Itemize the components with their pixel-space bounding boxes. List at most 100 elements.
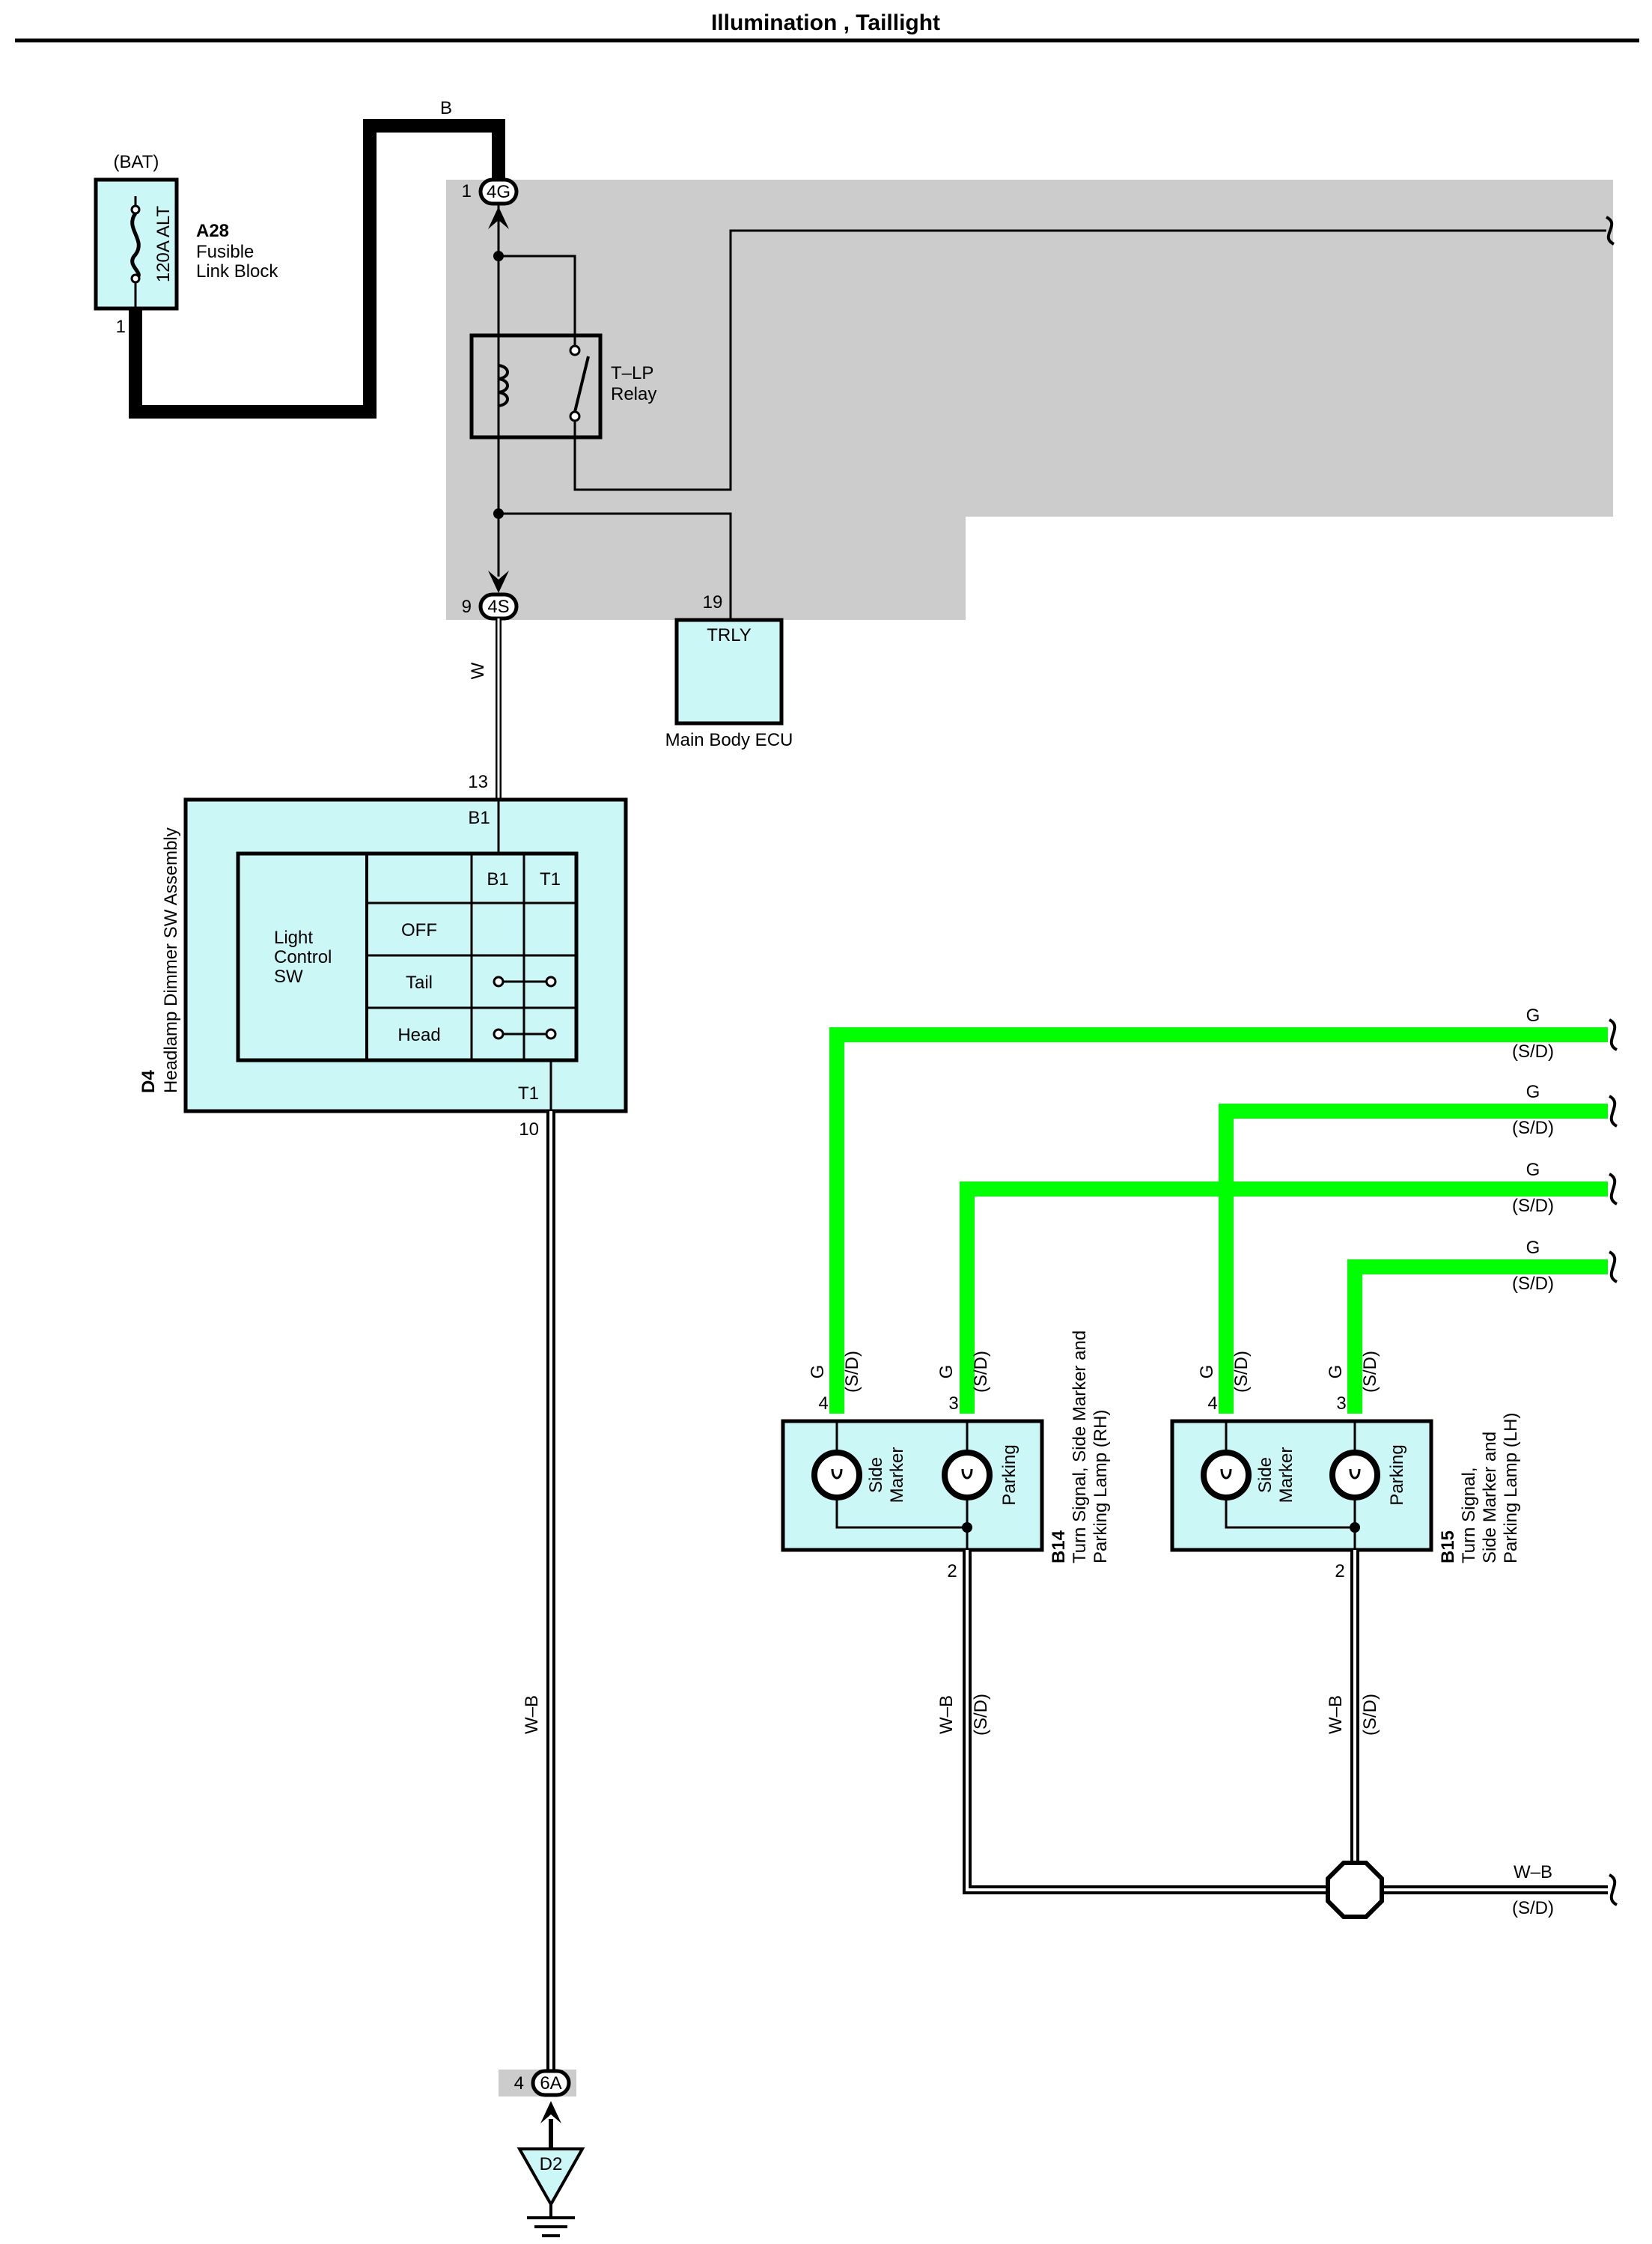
lamp-lh-name-3: Parking Lamp (LH) — [1501, 1413, 1521, 1563]
switch-name-3: SW — [274, 967, 303, 987]
relay-output-wire — [573, 229, 1606, 491]
relay-contact-feed — [499, 255, 576, 346]
lamp-rh-gnd-wire-outline — [963, 1550, 1355, 1894]
wire-b — [129, 119, 505, 419]
ground-triangle — [516, 2147, 585, 2208]
ecu-terminal: TRLY — [707, 625, 752, 645]
lamp-rh-pin-b: 3 — [948, 1393, 958, 1414]
light-control-switch — [236, 851, 579, 1062]
lamp-rh-bulb1-line2: Marker — [887, 1447, 907, 1503]
lamp-rh-pin-a: 4 — [818, 1393, 828, 1414]
green-wire-4-label: G — [1526, 1238, 1540, 1258]
diagram-title: Illumination , Taillight — [711, 10, 940, 35]
lamp-rh-parking-bulb-icon — [942, 1450, 993, 1500]
lamp-lh-name-1: Turn Signal, — [1459, 1467, 1479, 1563]
ground-bus-note: (S/D) — [1512, 1898, 1554, 1918]
fuse-rating: 120A ALT — [153, 206, 174, 283]
wire-break-top — [1605, 216, 1615, 246]
main-body-ecu — [674, 618, 784, 726]
dimmer-top-pin: 13 — [468, 772, 488, 792]
lamp-rh-wire-b-note: (S/D) — [971, 1351, 991, 1393]
dimmer-name: Headlamp Dimmer SW Assembly — [161, 827, 181, 1093]
connector-4g-pin: 1 — [462, 181, 472, 201]
lamp-lh-wire-a-note: (S/D) — [1231, 1351, 1252, 1393]
lamp-rh-side-marker-filament — [831, 1468, 843, 1480]
ecu-pin: 19 — [703, 592, 723, 612]
lamp-lh-junction-dot — [1350, 1522, 1360, 1533]
junction-block-area — [446, 180, 1613, 620]
green-wire-3-label: G — [1526, 1160, 1540, 1180]
green-wire-1 — [829, 1027, 1608, 1414]
fuse-link-icon — [130, 212, 141, 281]
dimmer-top-terminal: B1 — [468, 808, 490, 828]
dimmer-bottom-pin: 10 — [519, 1119, 539, 1140]
switch-name-1: Light — [274, 928, 313, 948]
relay-coil-icon — [498, 364, 509, 407]
lamp-lh-side-marker-filament — [1220, 1468, 1232, 1480]
switch-col-b1: B1 — [487, 869, 508, 890]
lamp-rh-parking-filament — [961, 1468, 973, 1480]
lamp-lh-side-marker-bulb-icon — [1201, 1450, 1252, 1500]
lamp-lh-pin-a: 4 — [1207, 1393, 1217, 1414]
lamp-rh-name-2: Parking Lamp (RH) — [1091, 1410, 1111, 1563]
wire-break-ground-bus — [1608, 1873, 1618, 1906]
lamp-rh-gnd-wire-note: (S/D) — [971, 1694, 991, 1736]
ecu-trly-wire — [499, 512, 732, 620]
wire-w-label: W — [468, 662, 488, 679]
tlp-relay — [469, 333, 603, 440]
relay-contact-top — [569, 344, 581, 356]
fuse-terminal-top — [130, 204, 141, 215]
green-wire-2-label: G — [1526, 1082, 1540, 1102]
connector-4g-label: 4G — [487, 182, 510, 202]
ecu-name: Main Body ECU — [665, 730, 793, 750]
fusible-link-pin: 1 — [116, 317, 126, 337]
lamp-lh-wire-b: G — [1326, 1365, 1346, 1379]
relay-switch-blade — [573, 356, 590, 413]
green-wire-1-note: (S/D) — [1512, 1042, 1554, 1062]
lamp-rh-code: B14 — [1049, 1530, 1069, 1563]
ground-connector-arrow — [540, 2101, 561, 2123]
ground-connector-label: 6A — [540, 2073, 561, 2094]
lamp-rh-bulb2: Parking — [999, 1444, 1019, 1505]
connector-4s-pin: 9 — [462, 597, 472, 617]
lamp-lh-bulb2: Parking — [1387, 1444, 1407, 1505]
lamp-lh-bulb1-line1: Side — [1255, 1457, 1275, 1493]
lamp-rh-gnd-wire-label: W–B — [936, 1695, 957, 1734]
ground-label: D2 — [540, 2154, 563, 2174]
splice-point — [1326, 1861, 1384, 1919]
fusible-link-name-1: Fusible — [196, 242, 254, 262]
lamp-lh-name-2: Side Marker and — [1480, 1432, 1500, 1563]
wire-break-g2 — [1608, 1095, 1618, 1128]
connector-4s-arrow — [488, 571, 509, 593]
lamp-lh-parking-bulb-icon — [1329, 1450, 1380, 1500]
wire-wb-label: W–B — [522, 1695, 542, 1734]
switch-head-b1-contact — [493, 1028, 505, 1040]
lamp-rh-wire-b: G — [936, 1365, 957, 1379]
switch-row-head: Head — [397, 1025, 440, 1045]
relay-name-2: Relay — [611, 384, 656, 404]
wire-b-label: B — [440, 98, 452, 118]
green-wire-3 — [960, 1182, 1608, 1414]
green-wire-4 — [1347, 1259, 1608, 1414]
switch-tail-b1-contact — [493, 976, 505, 988]
lamp-lh-gnd-wire-note: (S/D) — [1360, 1694, 1380, 1736]
switch-head-t1-contact — [545, 1028, 557, 1040]
ground-connector-pin: 4 — [514, 2073, 524, 2094]
battery-label: (BAT) — [114, 152, 159, 172]
lamp-lh-code: B15 — [1438, 1530, 1458, 1563]
switch-col-t1: T1 — [540, 869, 561, 890]
lamp-lh-wire-a: G — [1197, 1365, 1217, 1379]
fuse-terminal-bottom — [130, 273, 141, 284]
wire-break-g4 — [1608, 1250, 1618, 1283]
lamp-rh-side-marker-bulb-icon — [811, 1450, 862, 1500]
lamp-rh-wire-a-note: (S/D) — [842, 1351, 862, 1393]
relay-contact-bottom — [569, 410, 581, 422]
switch-name-2: Control — [274, 947, 332, 967]
lamp-lh-bulb1-line2: Marker — [1276, 1447, 1296, 1503]
fusible-link-code: A28 — [196, 221, 229, 241]
green-wire-2-note: (S/D) — [1512, 1118, 1554, 1138]
wire-break-g3 — [1608, 1173, 1618, 1205]
fusible-link-name-2: Link Block — [196, 261, 278, 282]
lamp-lh-wire-b-note: (S/D) — [1360, 1351, 1380, 1393]
